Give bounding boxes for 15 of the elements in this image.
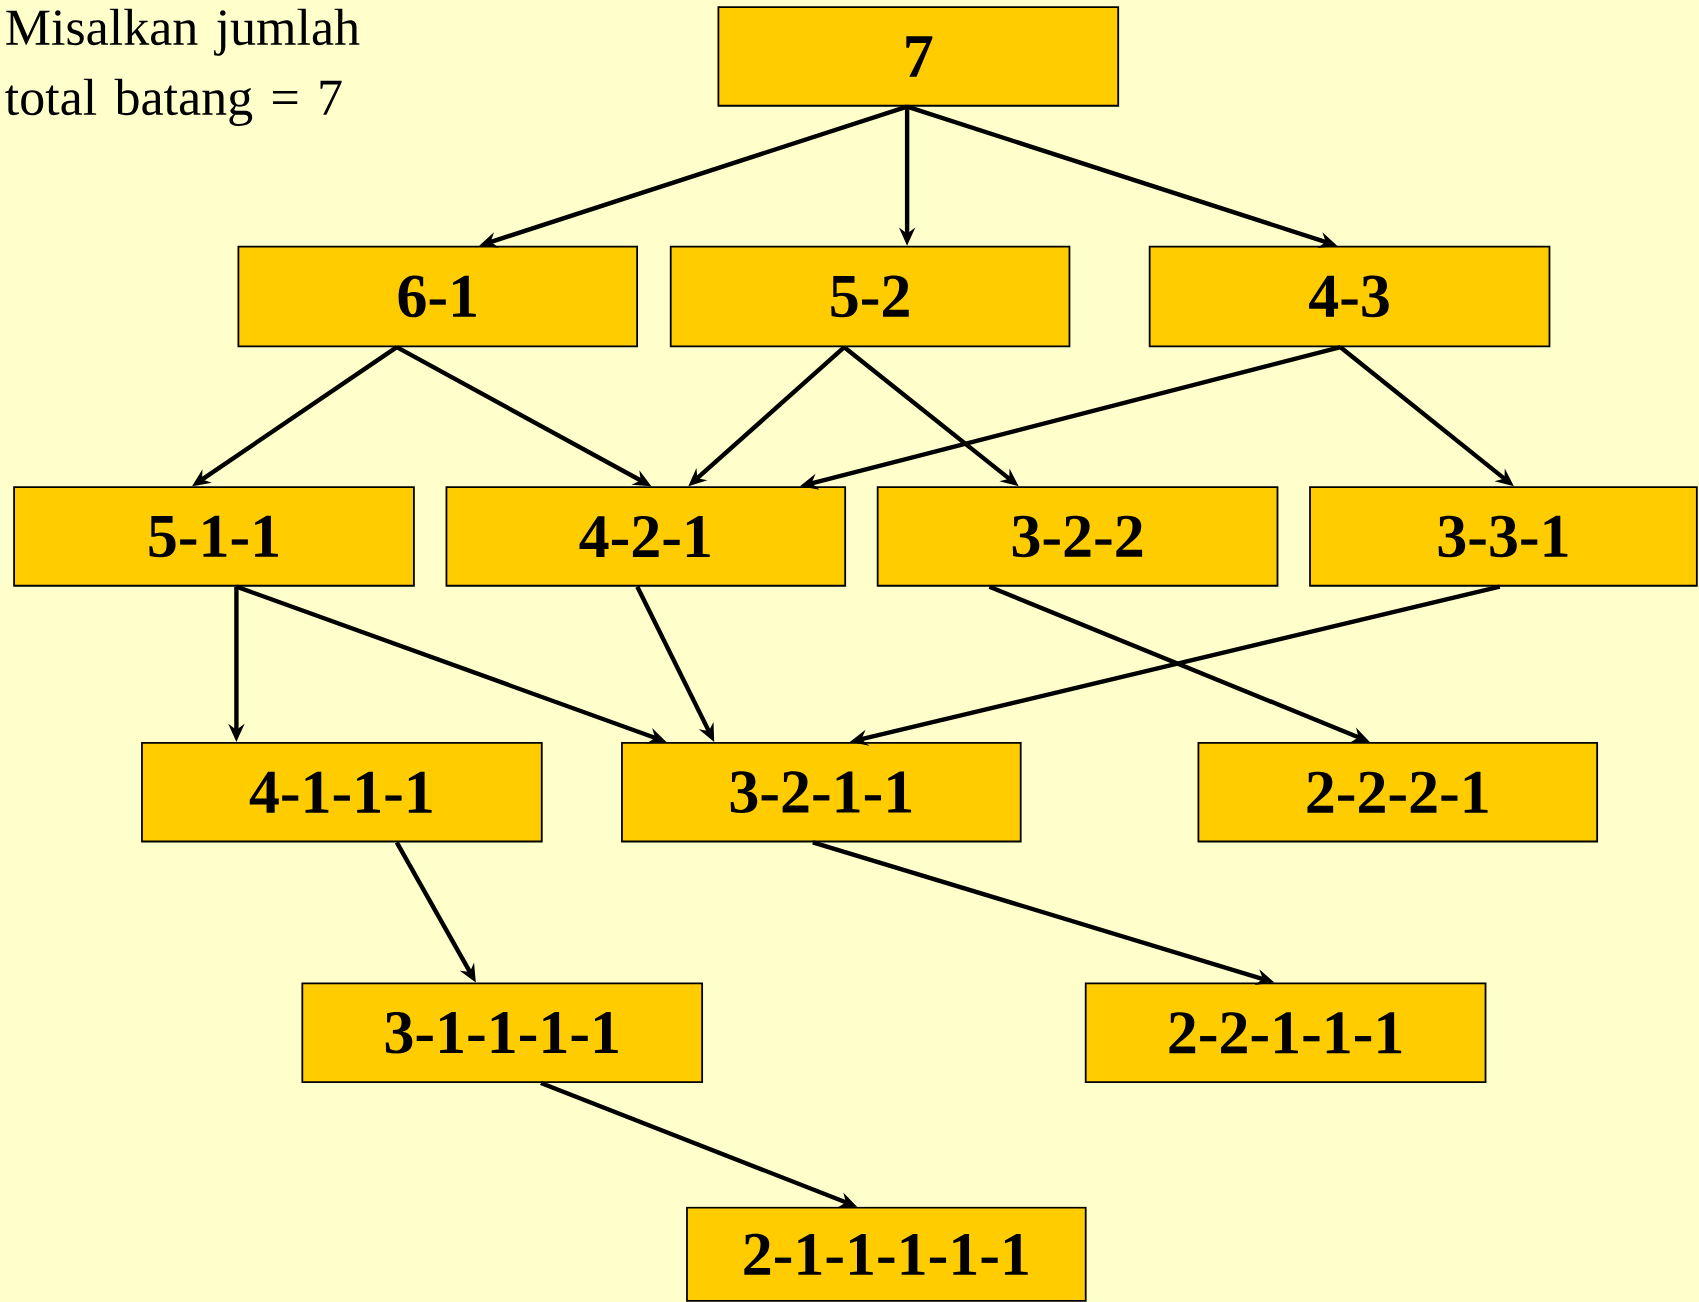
number-box: 3-2-2 [876,486,1279,587]
number-box: 5-2 [669,245,1071,348]
number-box: 6-1 [237,245,639,348]
number-box: 5-1-1 [13,486,415,587]
number-box: 4-2-1 [445,486,847,587]
number-box: 2-2-1-1-1 [1084,982,1487,1083]
number-box: 4-3 [1148,245,1551,348]
number-box: 7 [717,6,1120,107]
number-box: 3-2-1-1 [621,742,1022,843]
number-box: 2-2-2-1 [1197,742,1599,843]
number-box: 3-1-1-1-1 [301,982,704,1083]
number-box: 3-3-1 [1309,486,1698,587]
number-box: 2-1-1-1-1-1 [686,1206,1087,1302]
number-box: 4-1-1-1 [141,742,543,843]
note-text: Misalkan jumlah total batang = 7 [5,8,360,126]
